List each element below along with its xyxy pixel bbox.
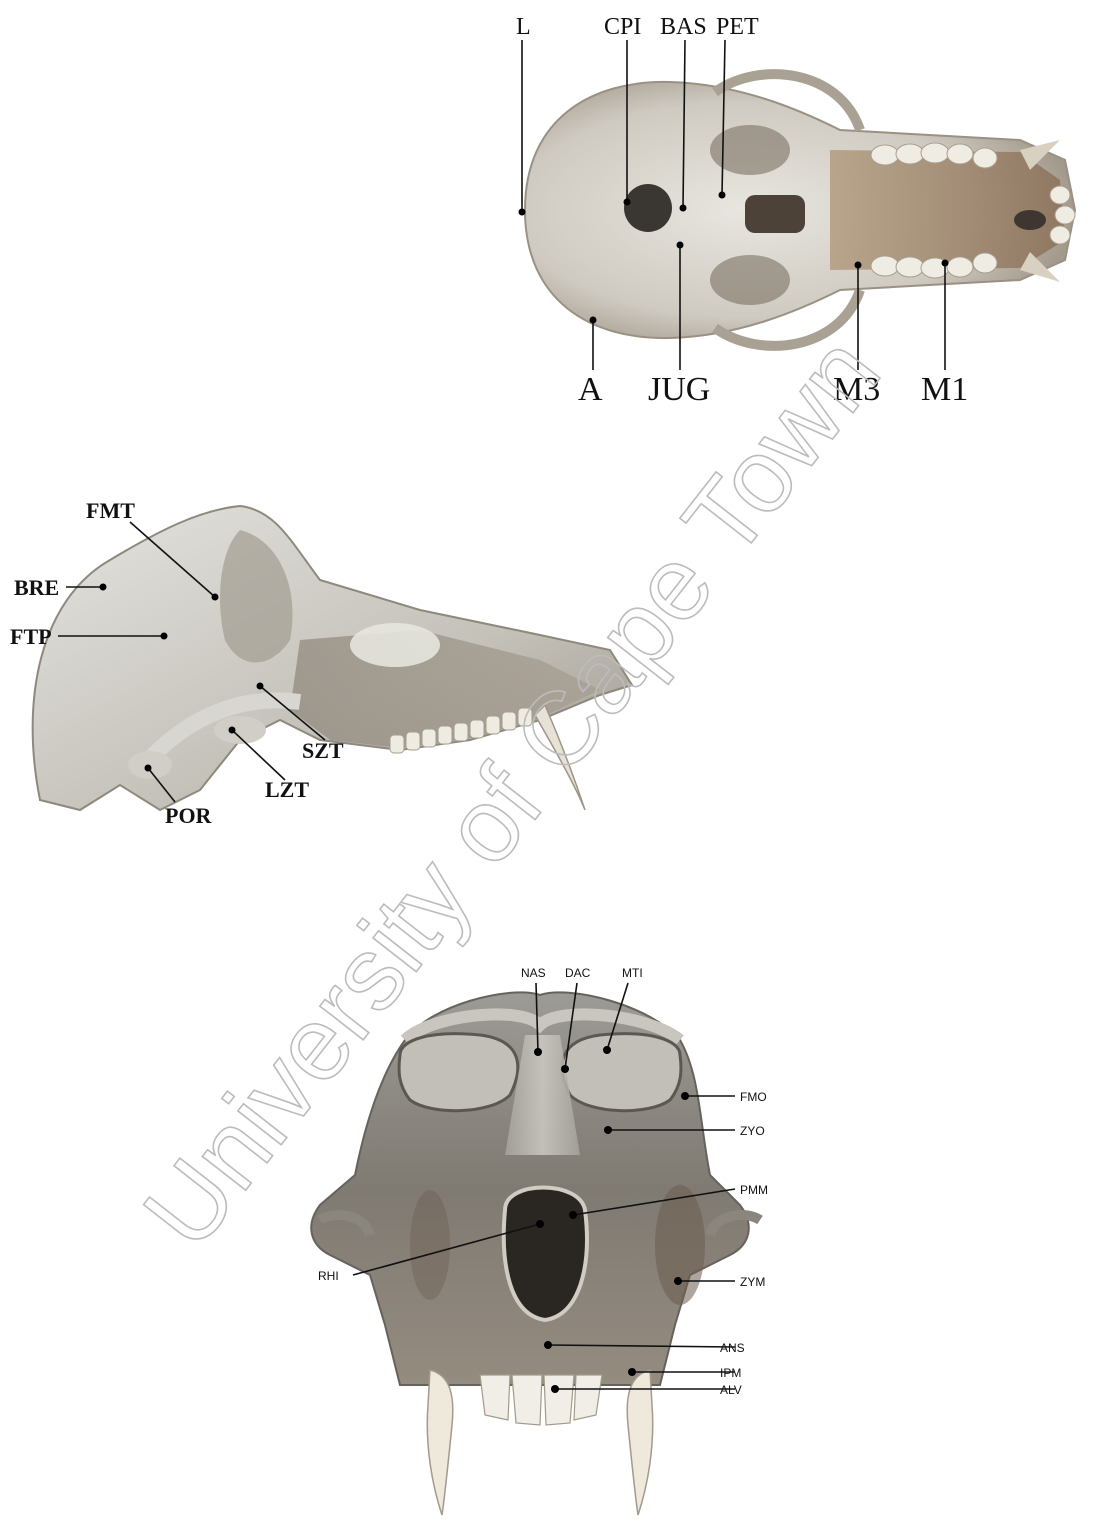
label-mti: MTI — [622, 966, 643, 980]
label-a: A — [578, 371, 603, 408]
label-ftp: FTP — [10, 624, 52, 649]
landmark-dot-cpi — [624, 199, 631, 206]
lateral-skull-image — [33, 506, 632, 810]
label-l: L — [516, 14, 531, 40]
label-ipm: IPM — [720, 1366, 741, 1380]
label-fmo: FMO — [740, 1090, 767, 1104]
landmark-dot-rhi — [536, 1220, 544, 1228]
label-bre: BRE — [14, 575, 59, 600]
label-m3: M3 — [833, 371, 880, 408]
landmark-dot-ans — [544, 1341, 552, 1349]
label-m1: M1 — [921, 371, 968, 408]
label-pmm: PMM — [740, 1183, 768, 1197]
landmark-dot-nas — [534, 1048, 542, 1056]
label-zym: ZYM — [740, 1275, 765, 1289]
label-jug: JUG — [648, 371, 710, 408]
landmark-dot-szt — [257, 683, 264, 690]
landmark-dot-por — [145, 765, 152, 772]
label-szt: SZT — [302, 738, 344, 763]
landmark-dot-m3 — [855, 262, 862, 269]
landmark-dot-jug — [677, 242, 684, 249]
landmark-dot-a — [590, 317, 597, 324]
landmark-dot-fmt — [212, 594, 219, 601]
basal-skull-image — [525, 74, 1075, 346]
frontal-view-svg: NAS DAC MTI FMO ZYO PMM RHI ZYM ANS IPM … — [280, 945, 800, 1530]
lateral-view-svg: FMT BRE FTP SZT LZT POR — [0, 440, 680, 840]
landmark-dot-dac — [561, 1065, 569, 1073]
landmark-dot-fmo — [681, 1092, 689, 1100]
landmark-dot-pmm — [569, 1211, 577, 1219]
landmark-dot-alv — [551, 1385, 559, 1393]
frontal-view-figure: NAS DAC MTI FMO ZYO PMM RHI ZYM ANS IPM … — [280, 945, 800, 1530]
label-alv: ALV — [720, 1383, 742, 1397]
label-cpi: CPI — [604, 14, 641, 40]
label-nas: NAS — [521, 966, 546, 980]
landmark-dot-l — [519, 209, 526, 216]
label-ans: ANS — [720, 1341, 745, 1355]
label-zyo: ZYO — [740, 1124, 765, 1138]
landmark-dot-bas — [680, 205, 687, 212]
landmark-dot-zyo — [604, 1126, 612, 1134]
label-rhi: RHI — [318, 1269, 339, 1283]
landmark-dot-m1 — [942, 260, 949, 267]
label-lzt: LZT — [265, 777, 309, 802]
frontal-skull-image — [311, 992, 760, 1515]
landmark-dot-mti — [603, 1046, 611, 1054]
label-por: POR — [165, 803, 213, 828]
landmark-dot-lzt — [229, 727, 236, 734]
landmark-dot-ftp — [161, 633, 168, 640]
landmark-dot-pet — [719, 192, 726, 199]
landmark-dot-zym — [674, 1277, 682, 1285]
label-pet: PET — [716, 14, 759, 40]
basal-view-svg: L CPI BAS PET A JUG M3 M1 — [500, 0, 1094, 420]
landmark-dot-ipm — [628, 1368, 636, 1376]
basal-view-figure: L CPI BAS PET A JUG M3 M1 — [500, 0, 1094, 420]
lateral-view-figure: FMT BRE FTP SZT LZT POR — [0, 440, 680, 840]
landmark-dot-bre — [100, 584, 107, 591]
label-bas: BAS — [660, 14, 707, 40]
label-fmt: FMT — [86, 498, 135, 523]
label-dac: DAC — [565, 966, 591, 980]
